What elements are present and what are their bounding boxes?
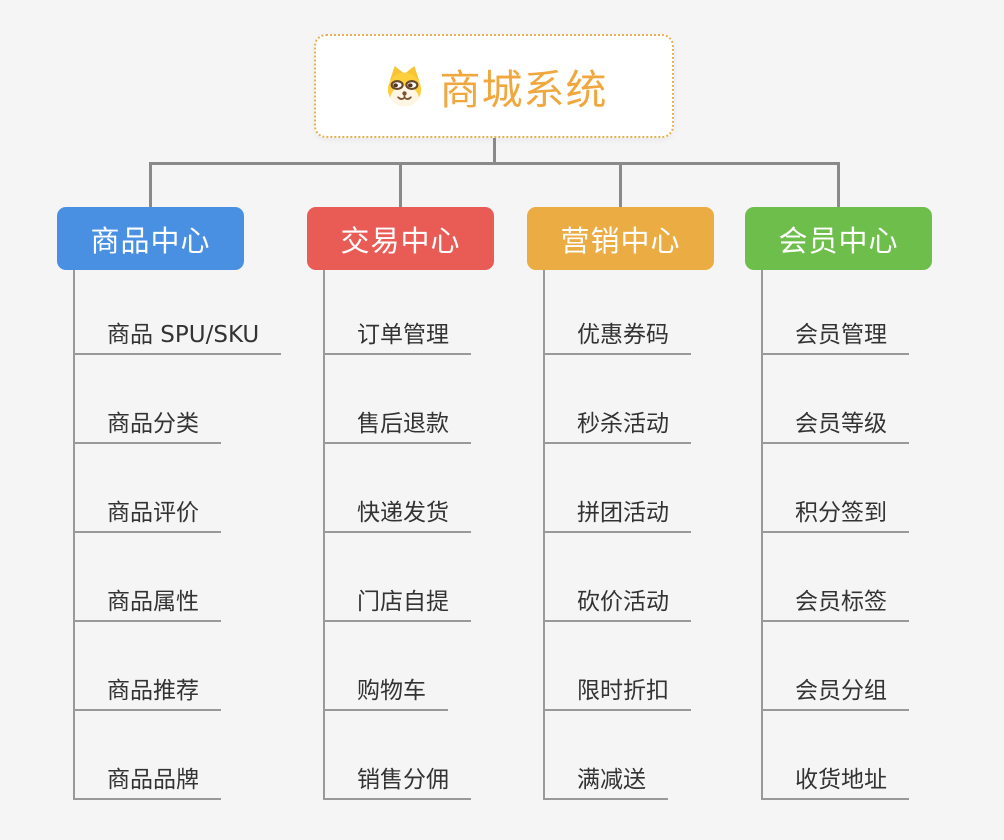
root-title: 商城系统 bbox=[439, 66, 608, 114]
leaf-node[interactable]: 砍价活动 bbox=[543, 584, 691, 622]
leaf-node[interactable]: 积分签到 bbox=[761, 495, 909, 533]
leaf-node[interactable]: 售后退款 bbox=[323, 406, 471, 444]
branch-header-2[interactable]: 交易中心 bbox=[307, 207, 494, 270]
leaf-node[interactable]: 订单管理 bbox=[323, 317, 471, 355]
leaf-node[interactable]: 销售分佣 bbox=[323, 762, 471, 800]
branch-drop-line bbox=[149, 162, 152, 207]
branch-bus-line bbox=[149, 162, 840, 165]
leaf-node[interactable]: 限时折扣 bbox=[543, 673, 691, 711]
branch-spine-line bbox=[323, 270, 325, 800]
leaf-node[interactable]: 购物车 bbox=[323, 673, 448, 711]
leaf-node[interactable]: 会员分组 bbox=[761, 673, 909, 711]
leaf-node[interactable]: 会员标签 bbox=[761, 584, 909, 622]
branch-spine-line bbox=[543, 270, 545, 800]
leaf-node[interactable]: 商品分类 bbox=[73, 406, 221, 444]
leaf-node[interactable]: 收货地址 bbox=[761, 762, 909, 800]
leaf-node[interactable]: 商品品牌 bbox=[73, 762, 221, 800]
root-node[interactable]: 商城系统 bbox=[314, 34, 674, 138]
branch-header-3[interactable]: 营销中心 bbox=[527, 207, 714, 270]
branch-drop-line bbox=[399, 162, 402, 207]
shiba-dog-face-icon bbox=[387, 65, 421, 106]
leaf-node[interactable]: 满减送 bbox=[543, 762, 668, 800]
root-connector-line bbox=[492, 138, 496, 165]
branch-header-4[interactable]: 会员中心 bbox=[745, 207, 932, 270]
leaf-node[interactable]: 快递发货 bbox=[323, 495, 471, 533]
leaf-node[interactable]: 商品属性 bbox=[73, 584, 221, 622]
leaf-node[interactable]: 会员等级 bbox=[761, 406, 909, 444]
leaf-node[interactable]: 门店自提 bbox=[323, 584, 471, 622]
leaf-node[interactable]: 商品评价 bbox=[73, 495, 221, 533]
leaf-node[interactable]: 拼团活动 bbox=[543, 495, 691, 533]
leaf-node[interactable]: 商品推荐 bbox=[73, 673, 221, 711]
leaf-node[interactable]: 优惠券码 bbox=[543, 317, 691, 355]
branch-header-1[interactable]: 商品中心 bbox=[57, 207, 244, 270]
branch-spine-line bbox=[73, 270, 75, 800]
leaf-node[interactable]: 秒杀活动 bbox=[543, 406, 691, 444]
branch-drop-line bbox=[837, 162, 840, 207]
branch-spine-line bbox=[761, 270, 763, 800]
leaf-node[interactable]: 商品 SPU/SKU bbox=[73, 317, 282, 355]
branch-drop-line bbox=[619, 162, 622, 207]
leaf-node[interactable]: 会员管理 bbox=[761, 317, 909, 355]
